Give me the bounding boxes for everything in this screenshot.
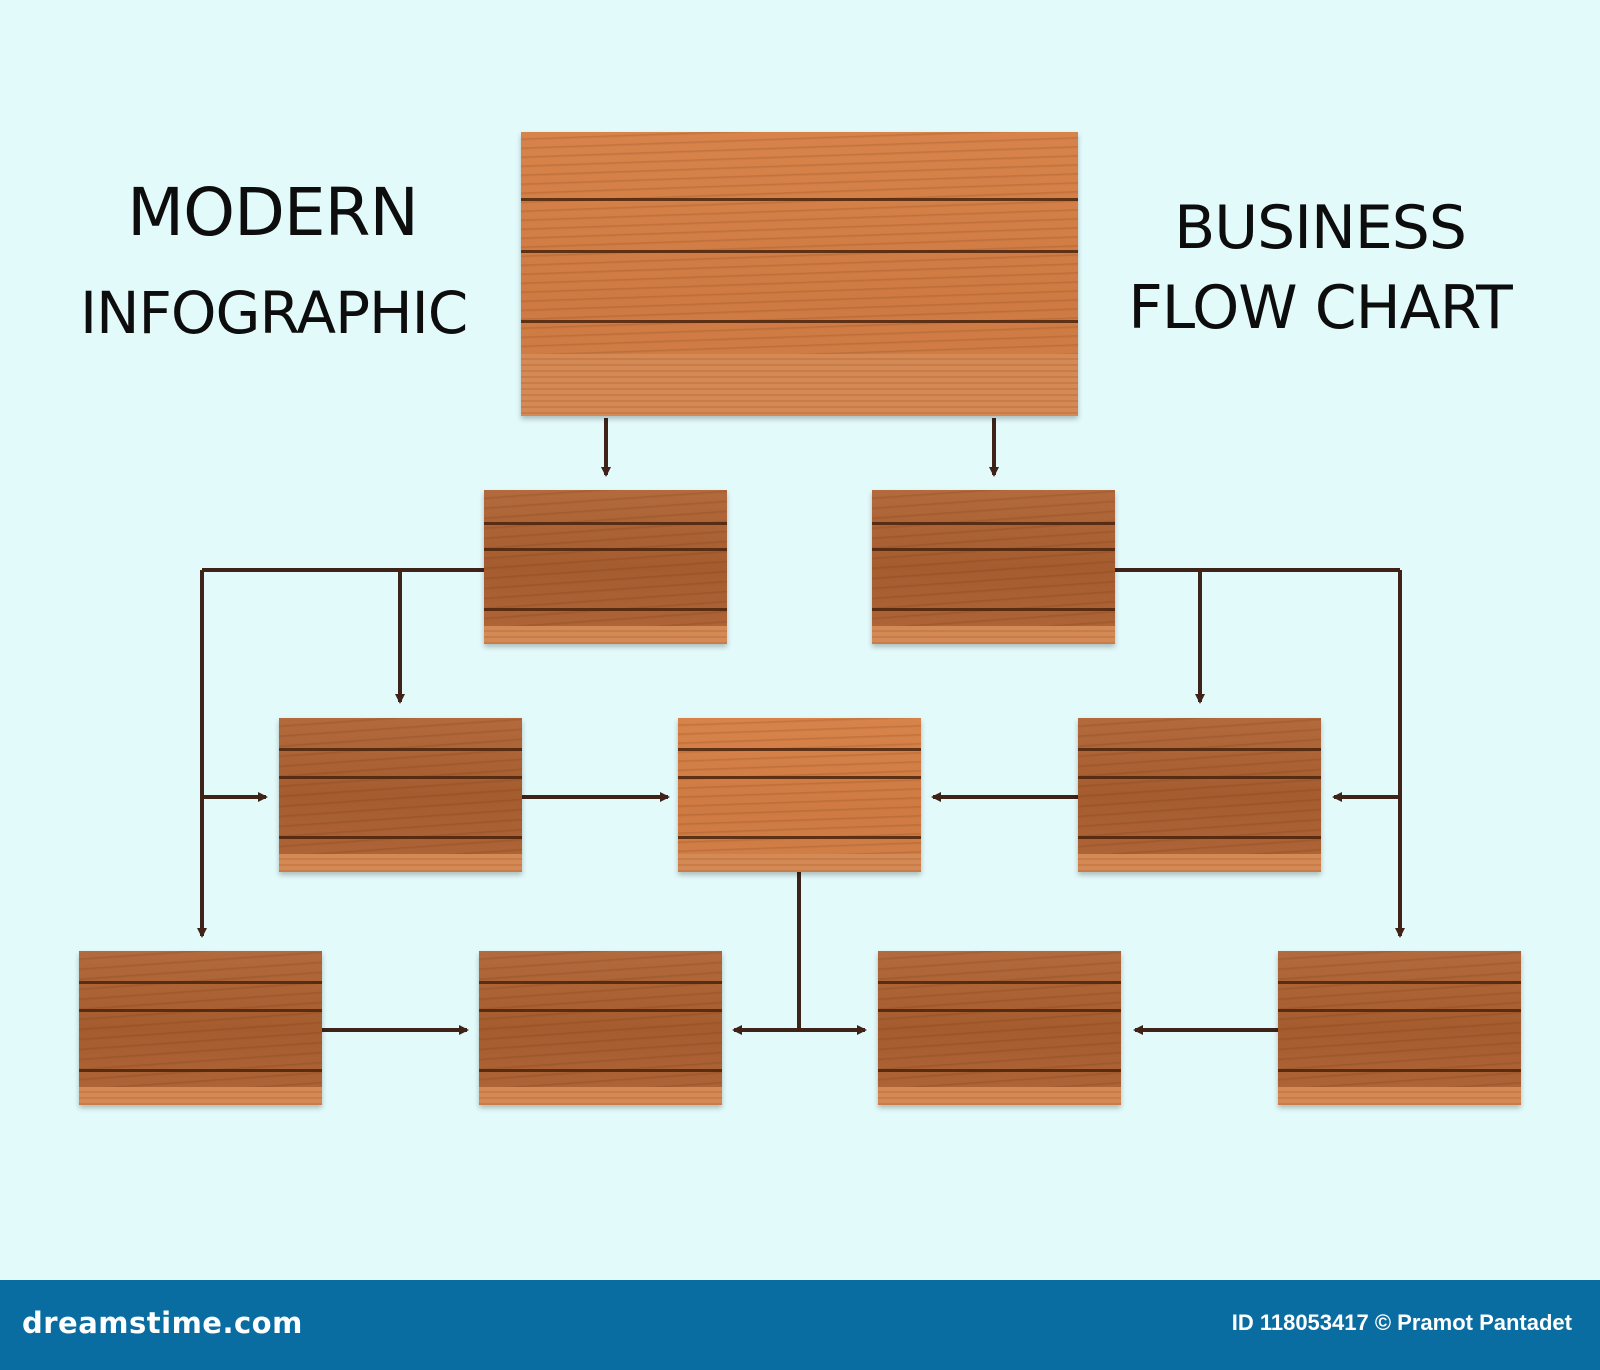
title-left-line1: MODERN	[127, 174, 419, 251]
node-level1-left	[484, 490, 727, 644]
title-left-line2: INFOGRAPHIC	[80, 279, 468, 347]
footer-credit: ID 118053417 © Pramot Pantadet	[1231, 1310, 1572, 1335]
node-level3-1	[79, 951, 322, 1105]
title-right-line1: BUSINESS	[1174, 193, 1467, 263]
node-level1-right	[872, 490, 1115, 644]
node-level2-left	[279, 718, 522, 872]
flowchart-canvas: MODERN INFOGRAPHIC BUSINESS FLOW CHART	[79, 132, 1521, 1105]
node-level2-right	[1078, 718, 1321, 872]
node-level3-3	[878, 951, 1121, 1105]
footer-brand: dreamstime.com	[22, 1306, 303, 1340]
connectors-layer	[197, 418, 1405, 1035]
title-right-line2: FLOW CHART	[1128, 273, 1512, 343]
node-level2-center	[678, 718, 921, 872]
node-level3-2	[479, 951, 722, 1105]
node-root	[521, 132, 1078, 416]
title-left: MODERN INFOGRAPHIC	[80, 174, 468, 347]
footer-bar: dreamstime.com ID 118053417 © Pramot Pan…	[0, 1280, 1600, 1370]
node-level3-4	[1278, 951, 1521, 1105]
title-right: BUSINESS FLOW CHART	[1120, 198, 1520, 338]
